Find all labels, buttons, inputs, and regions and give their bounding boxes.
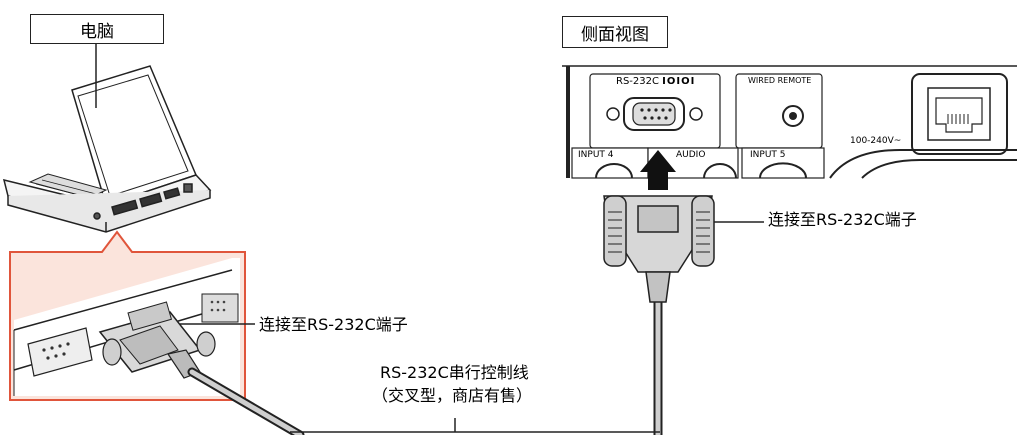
projector-side-panel [560, 65, 1017, 190]
voltage-label: 100-240V~ [850, 136, 902, 146]
computer-label: 电脑 [80, 21, 114, 42]
input4-label: INPUT 4 [578, 150, 614, 160]
audio-label: AUDIO [676, 150, 706, 160]
side-view-label-box: 侧面视图 [562, 16, 668, 48]
projector-plug [603, 195, 764, 303]
side-view-label: 侧面视图 [581, 24, 649, 45]
cable-name-label: RS-232C串行控制线 [380, 363, 529, 382]
laptop-illustration [2, 40, 212, 233]
zoom-callout [9, 230, 255, 401]
wired-remote-label: WIRED REMOTE [748, 76, 812, 85]
computer-label-box: 电脑 [30, 14, 164, 44]
pc-connect-label: 连接至RS-232C端子 [259, 315, 408, 334]
rs232c-cable [187, 300, 663, 435]
input5-label: INPUT 5 [750, 150, 786, 160]
rs232c-port-label: RS-232C IOIOI [616, 76, 696, 87]
projector-connect-label: 连接至RS-232C端子 [768, 210, 917, 229]
cable-type-label: （交叉型，商店有售） [372, 386, 533, 405]
